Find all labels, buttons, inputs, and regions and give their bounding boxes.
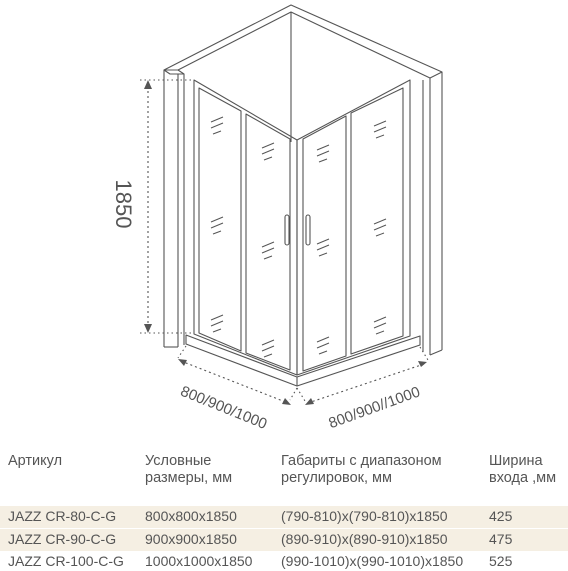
table-header-row: Артикул Условные размеры, мм Габариты с …: [0, 443, 568, 503]
wall-left: [163, 69, 185, 348]
range-cell: (890-910)x(890-910)x1850: [281, 531, 448, 547]
article-cell: JAZZ CR-100-C-G: [8, 553, 124, 569]
width-right-label: 800/900//1000: [326, 383, 422, 432]
size-cell: 900x900x1850: [145, 531, 237, 547]
shower-enclosure-diagram: 1850 800/900/1000 800/900//1000: [111, 4, 443, 433]
entry-width-cell: 525: [489, 553, 513, 569]
header-nominal-size: Условные размеры, мм: [145, 453, 233, 486]
table-row: JAZZ CR-100-C-G 1000x1000x1850 (990-1010…: [0, 551, 568, 571]
glass-reflection-marks: [210, 116, 387, 358]
width-right-dimension-line: [296, 346, 429, 405]
table-row: JAZZ CR-80-C-G 800x800x1850 (790-810)x(7…: [0, 506, 568, 528]
height-dimension-line: [140, 79, 194, 334]
wall-back: [163, 4, 443, 79]
right-glass-panel: [296, 79, 411, 376]
header-adjustment-range: Габариты с диапазоном регулировок, мм: [281, 453, 442, 486]
width-left-dimension-line: [177, 345, 298, 405]
table-row: JAZZ CR-90-C-G 900x900x1850 (890-910)x(8…: [0, 529, 568, 551]
article-cell: JAZZ CR-90-C-G: [8, 531, 117, 547]
specifications-table: Артикул Условные размеры, мм Габариты с …: [0, 443, 568, 571]
entry-width-cell: 475: [489, 531, 513, 547]
wall-right: [422, 72, 443, 356]
header-entry-width: Ширина входа ,мм: [489, 453, 557, 486]
height-label: 1850: [111, 180, 136, 229]
header-article: Артикул: [8, 453, 63, 469]
entry-width-cell: 425: [489, 508, 513, 524]
size-cell: 800x800x1850: [145, 508, 237, 524]
range-cell: (790-810)x(790-810)x1850: [281, 508, 448, 524]
range-cell: (990-1010)x(990-1010)x1850: [281, 553, 464, 569]
size-cell: 1000x1000x1850: [145, 553, 253, 569]
door-handle-icon: [284, 214, 311, 246]
left-glass-panel: [193, 79, 298, 376]
article-cell: JAZZ CR-80-C-G: [8, 508, 117, 524]
shower-tray: [185, 334, 421, 387]
